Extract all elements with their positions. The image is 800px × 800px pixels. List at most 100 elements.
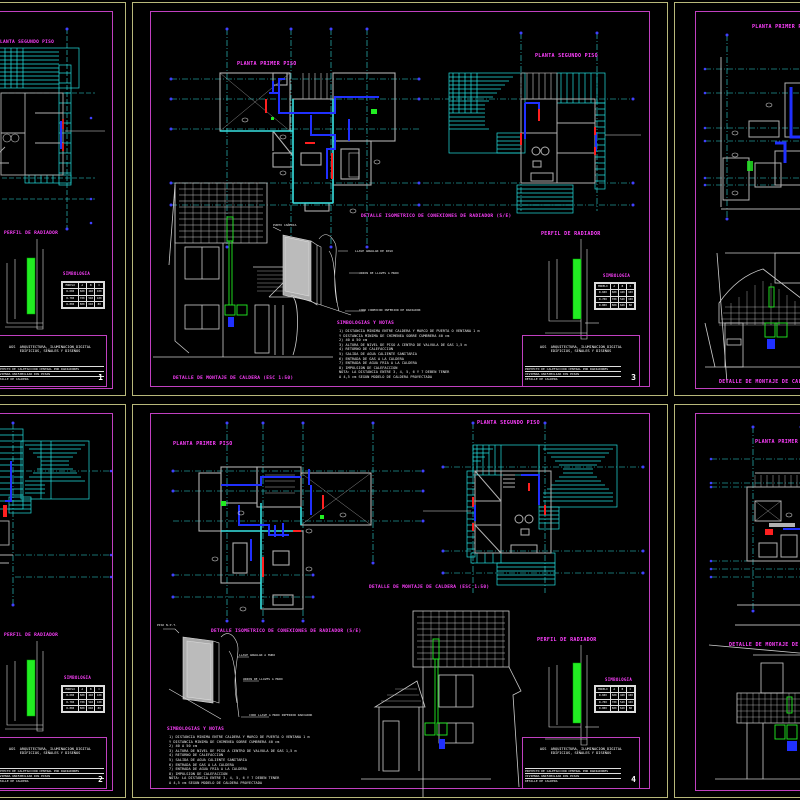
note-line: 4) RETORNO DE CALEFACCION xyxy=(169,753,224,758)
title-block-row: PROYECTO DE CALEFACCION CENTRAL POR RADI… xyxy=(0,366,104,372)
title-block: AGS ARQUITECTURA, ILUMINACION DIGITAL ED… xyxy=(0,737,107,789)
sheet-top-right[interactable]: PLANTA PRIMER PISO DETALLE DE MONTAJE DE… xyxy=(674,2,800,396)
sheet-number: 4 xyxy=(631,775,636,784)
title-block-row: DETALLE DE CALDERA xyxy=(525,778,621,784)
note-line: A 4,5 cm SEGUN MODELO DE CALDERA PROYECT… xyxy=(339,374,433,379)
title-block-title: AGS ARQUITECTURA, ILUMINACION DIGITAL ED… xyxy=(8,345,92,354)
title-block-row: DETALLE DE CALDERA xyxy=(0,376,104,382)
label-notes-title: SIMBOLOGIAS Y NOTAS xyxy=(167,727,225,732)
floor-plan-first-floor xyxy=(708,425,800,780)
isometric-radiator-detail xyxy=(163,628,269,720)
sheet-bottom-center[interactable]: PLANTA PRIMER PISO PLANTA SEGUNDO PISO D… xyxy=(132,404,668,798)
sheet-number: 3 xyxy=(631,373,636,382)
iso-callout: PISO N.P.T. xyxy=(157,623,177,627)
note-line: 8) IMPULSION DE CALEFACCION xyxy=(169,771,228,776)
title-block-title: AGS ARQUITECTURA, ILUMINACION DIGITAL ED… xyxy=(8,747,92,756)
iso-callout: UNION DE LLAVES A MURO xyxy=(243,677,283,681)
note-line: 3) ALTURA DE NIVEL DE PISO A CENTRO DE V… xyxy=(169,748,297,753)
notes-list: 1) DISTANCIA MINIMA ENTRE CALDERA Y MARC… xyxy=(339,329,480,380)
floor-plan-second-floor xyxy=(448,72,606,214)
title-block-row: VIVIENDA UNIFAMILIAR DOS PISOS xyxy=(0,773,104,779)
title-block-row: VIVIENDA UNIFAMILIAR DOS PISOS xyxy=(0,371,104,377)
drawing-frame xyxy=(0,413,113,791)
drawing-frame xyxy=(0,11,113,389)
label-notes-title: SIMBOLOGIAS Y NOTAS xyxy=(337,321,395,326)
label-boiler-detail: DETALLE DE MONTAJE DE CALDERA xyxy=(729,642,800,648)
note-line: A 4,5 cm SEGUN MODELO DE CALDERA PROYECT… xyxy=(169,780,263,785)
floor-plan-second-floor xyxy=(0,421,113,732)
label-plan-second-floor: PLANTA SEGUNDO PISO xyxy=(0,40,55,45)
sheet-number: 1 xyxy=(98,373,103,382)
note-line: 6) ENTRADA DE GAS A LA CALDERA xyxy=(169,762,234,767)
label-boiler-detail: DETALLE DE MONTAJE DE CALDERA xyxy=(719,379,800,385)
label-boiler-detail: DETALLE DE MONTAJE DE CALDERA (ESC 1:50) xyxy=(173,376,294,381)
isometric-radiator-detail xyxy=(272,226,365,316)
radiator-profile xyxy=(545,239,599,340)
title-block-title: AGS ARQUITECTURA, ILUMINACION DIGITAL ED… xyxy=(539,747,623,756)
note-line: 2) 40 A 50 cm xyxy=(339,338,368,343)
label-symbology: SIMBOLOGIA xyxy=(63,271,91,276)
heating-plans-sheet xyxy=(163,421,645,797)
title-block: AGS ARQUITECTURA, ILUMINACION DIGITAL ED… xyxy=(522,335,640,387)
boiler-elevation xyxy=(708,644,800,780)
label-plan-first-floor: PLANTA PRIMER PISO xyxy=(173,441,233,447)
note-line: 6) ENTRADA DE GAS A LA CALDERA xyxy=(339,356,404,361)
title-block-title: AGS ARQUITECTURA, ILUMINACION DIGITAL ED… xyxy=(539,345,623,354)
label-radiator-profile: PERFIL DE RADIADOR xyxy=(537,637,597,643)
drawing-frame xyxy=(150,413,650,789)
sheet-number: 2 xyxy=(98,775,103,784)
drawing-frame xyxy=(695,413,800,791)
label-isometric-detail: DETALLE ISOMETRICO DE CONEXIONES DE RADI… xyxy=(361,214,512,219)
note-line: Y DISTANCIA MINIMA DE CHIMENEA SOBRE CUM… xyxy=(169,739,280,744)
note-line: 5) SALIDA DE AGUA CALIENTE SANITARIA xyxy=(169,757,247,762)
heating-plans-sheet xyxy=(153,27,641,358)
radiator-profile xyxy=(545,645,599,746)
iso-callout: CODO LLAVE A MURO INFERIOR RADIADOR xyxy=(249,713,313,717)
sheet-top-left[interactable]: PLANTA SEGUNDO PISO PERFIL DE RADIADOR S… xyxy=(0,2,126,396)
sheet-bottom-right[interactable]: PLANTA PRIMER PISO DETALLE DE MONTAJE DE… xyxy=(674,404,800,798)
radiator-profile xyxy=(5,239,44,330)
note-line: 7) ENTRADA DE AGUA FRIA A LA CALDERA xyxy=(339,361,417,366)
title-block-row: VIVIENDA UNIFAMILIAR DOS PISOS xyxy=(525,773,621,779)
note-line: NOTA: LA DISTANCIA ENTRE 3, 4, 5, 6 Y 7 … xyxy=(169,776,280,781)
boiler-elevation xyxy=(704,252,800,384)
label-plan-second-floor: PLANTA SEGUNDO PISO xyxy=(535,53,598,59)
label-symbology: SIMBOLOGIA xyxy=(603,273,631,278)
title-block-row: PROYECTO DE CALEFACCION CENTRAL POR RADI… xyxy=(525,366,621,372)
radiator-profile xyxy=(5,641,44,732)
note-line: 7) ENTRADA DE AGUA FRIA A LA CALDERA xyxy=(169,767,247,772)
label-radiator-profile: PERFIL DE RADIADOR xyxy=(4,633,59,638)
label-radiator-profile: PERFIL DE RADIADOR xyxy=(4,231,59,236)
label-plan-first-floor: PLANTA PRIMER PISO xyxy=(237,61,297,67)
floor-plan-second-floor xyxy=(466,444,618,586)
label-boiler-detail: DETALLE DE MONTAJE DE CALDERA (ESC 1:50) xyxy=(369,585,490,590)
title-block-row: PROYECTO DE CALEFACCION CENTRAL POR RADI… xyxy=(0,768,104,774)
floor-plan-first-floor xyxy=(198,466,372,610)
label-symbology: SIMBOLOGIA xyxy=(605,677,633,682)
note-line: 8) IMPULSION DE CALEFACCION xyxy=(339,365,398,370)
note-line: 1) DISTANCIA MINIMA ENTRE CALDERA Y MARC… xyxy=(169,735,310,739)
iso-callout: UNION DE LLAVES A MURO xyxy=(359,271,399,275)
title-block: AGS ARQUITECTURA, ILUMINACION DIGITAL ED… xyxy=(522,737,640,789)
iso-callout: LLAVE ANGULAR A MURO xyxy=(239,653,276,657)
note-line: Y DISTANCIA MINIMA DE CHIMENEA SOBRE CUM… xyxy=(339,333,450,338)
note-line: 4) RETORNO DE CALEFACCION xyxy=(339,347,394,352)
sheet-top-center[interactable]: PLANTA PRIMER PISO PLANTA SEGUNDO PISO D… xyxy=(132,2,668,396)
title-block-row: VIVIENDA UNIFAMILIAR DOS PISOS xyxy=(525,371,621,377)
label-plan-first-floor: PLANTA PRIMER PISO xyxy=(752,24,800,30)
notes-list: 1) DISTANCIA MINIMA ENTRE CALDERA Y MARC… xyxy=(169,735,310,786)
note-line: 2) 40 A 50 cm xyxy=(169,744,198,749)
label-symbology: SIMBOLOGIA xyxy=(64,675,92,680)
note-line: 3) ALTURA DE NIVEL DE PISO A CENTRO DE V… xyxy=(339,342,467,347)
label-isometric-detail: DETALLE ISOMETRICO DE CONEXIONES DE RADI… xyxy=(211,629,362,634)
drawing-frame xyxy=(695,11,800,389)
iso-callout: PUNTO CAÑERIA xyxy=(273,223,297,227)
floor-plan-second-floor xyxy=(0,27,105,330)
boiler-elevation xyxy=(361,610,522,797)
title-block-row: DETALLE DE CALDERA xyxy=(0,778,104,784)
label-plan-first-floor: PLANTA PRIMER PISO xyxy=(755,439,800,445)
